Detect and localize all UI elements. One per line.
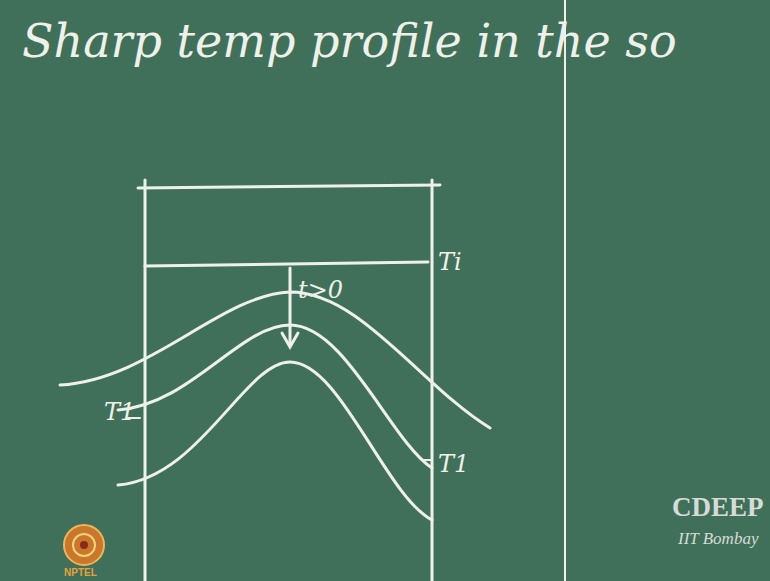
nptel-logo [64,525,104,565]
temperature-label: T1 [104,400,135,424]
domain-top [138,185,440,188]
temp-profile-3 [118,362,432,520]
tick-mark [422,459,432,461]
board-divider [564,0,566,581]
watermark: NPTEL [64,568,97,578]
time-arrowhead [282,333,298,347]
initial-temp-line [145,262,428,266]
domain-wall-left [144,180,147,581]
watermark: CDEEP [672,494,764,521]
watermark: IIT Bombay [678,530,758,547]
time-label: t>0 [298,278,343,302]
heading-text: Sharp temp profile in the so [22,18,677,64]
time-arrow [289,268,292,345]
temperature-label: Ti [438,250,462,274]
temp-profile-2 [118,325,432,468]
temp-profile-1 [60,292,490,428]
temperature-label: T1 [438,452,469,476]
